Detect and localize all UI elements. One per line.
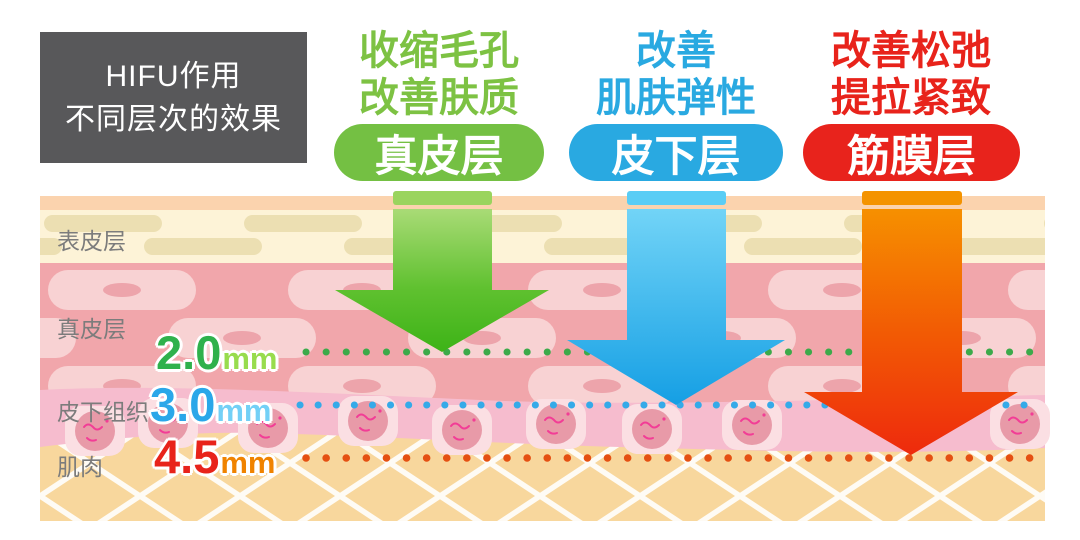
title-line2: 不同层次的效果 bbox=[65, 102, 282, 136]
depth-unit: mm bbox=[220, 445, 276, 480]
layer-label-dermis: 真皮层 bbox=[57, 316, 126, 342]
heading-fascia: 改善松弛 提拉紧致 bbox=[796, 28, 1026, 122]
depth-unit: mm bbox=[222, 341, 278, 376]
heading-dermis: 收缩毛孔 改善肤质 bbox=[324, 28, 554, 122]
heading-subcutaneous-line1: 改善 bbox=[636, 29, 716, 73]
pill-subcutaneous: 皮下层 bbox=[569, 124, 783, 181]
subcutaneous-arrow-icon bbox=[567, 191, 785, 405]
heading-dermis-line2: 改善肤质 bbox=[359, 76, 519, 120]
depth-marker-2-0mm: 2.0 mm bbox=[156, 329, 277, 377]
title-line1: HIFU作用 bbox=[105, 59, 242, 93]
heading-fascia-line2: 提拉紧致 bbox=[831, 76, 991, 120]
layer-label-epidermis: 表皮层 bbox=[57, 228, 126, 254]
pill-dermis: 真皮层 bbox=[334, 124, 544, 181]
depth-marker-4-5mm: 4.5 mm bbox=[154, 433, 275, 481]
fascia-arrow-icon bbox=[804, 191, 1018, 455]
heading-subcutaneous: 改善 肌肤弹性 bbox=[561, 28, 791, 122]
depth-marker-3-0mm: 3.0 mm bbox=[150, 381, 271, 429]
depth-value: 3.0 bbox=[150, 378, 216, 431]
heading-subcutaneous-line2: 肌肤弹性 bbox=[596, 76, 756, 120]
heading-fascia-line1: 改善松弛 bbox=[831, 29, 991, 73]
depth-value: 4.5 bbox=[154, 430, 220, 483]
layer-label-muscle: 肌肉 bbox=[57, 454, 103, 480]
heading-dermis-line1: 收缩毛孔 bbox=[359, 29, 519, 73]
depth-unit: mm bbox=[216, 393, 272, 428]
title-box: HIFU作用 不同层次的效果 bbox=[40, 32, 307, 163]
layer-label-subcutaneous-tissue: 皮下组织 bbox=[57, 399, 149, 425]
pill-fascia: 筋膜层 bbox=[803, 124, 1020, 181]
depth-value: 2.0 bbox=[156, 326, 222, 379]
dermis-arrow-icon bbox=[335, 191, 549, 352]
